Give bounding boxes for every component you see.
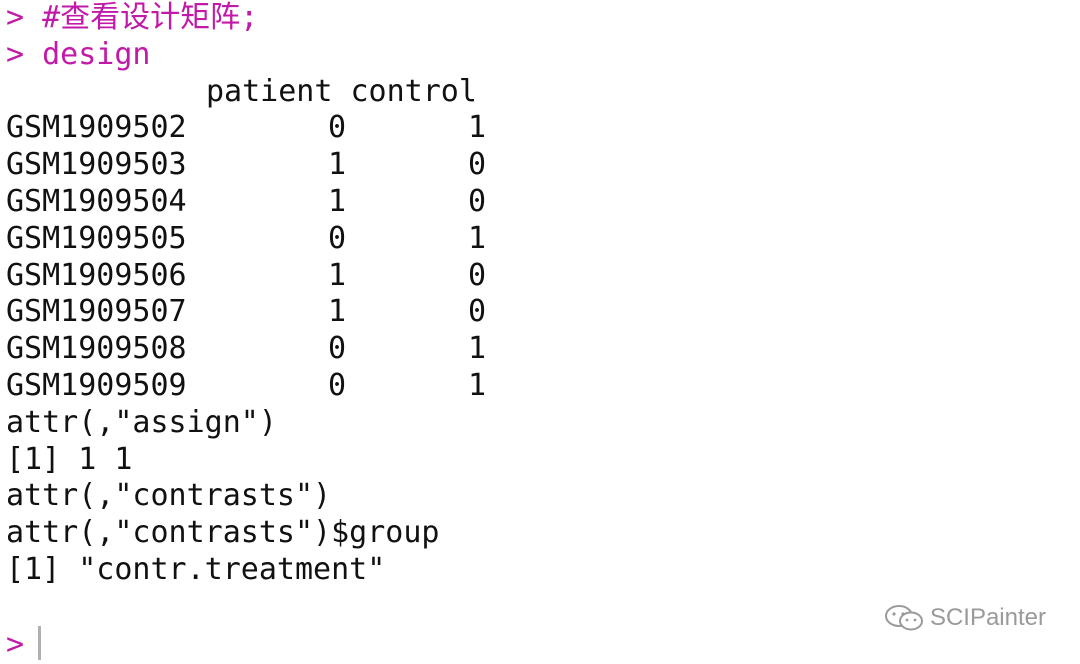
output-line: attr(,"contrasts")$group xyxy=(6,515,440,551)
control-value: 0 xyxy=(467,147,486,183)
output-line: [1] "contr.treatment" xyxy=(6,551,386,587)
input-line[interactable]: > xyxy=(6,625,496,663)
column-header-control: control xyxy=(350,73,477,109)
row-name: GSM1909503 xyxy=(6,147,187,183)
matrix-header-row: patient control xyxy=(6,74,496,111)
matrix-row: GSM1909504 1 0 xyxy=(6,184,496,221)
matrix-row: GSM1909506 1 0 xyxy=(6,258,496,295)
prompt: > xyxy=(6,0,25,35)
wechat-icon xyxy=(884,605,923,631)
control-value: 0 xyxy=(467,183,486,219)
row-name: GSM1909505 xyxy=(6,220,187,256)
text-cursor xyxy=(38,625,42,660)
row-name: GSM1909502 xyxy=(6,110,187,146)
control-value: 1 xyxy=(467,110,486,146)
patient-value: 1 xyxy=(327,183,346,219)
matrix-row: GSM1909508 0 1 xyxy=(6,331,496,368)
matrix-row: GSM1909505 0 1 xyxy=(6,221,496,258)
command-text: #查看设计矩阵; xyxy=(42,0,259,35)
patient-value: 0 xyxy=(327,220,346,256)
command-line-2: > design xyxy=(6,37,496,74)
command-line-1: > #查看设计矩阵; xyxy=(6,0,496,37)
patient-value: 1 xyxy=(327,294,346,330)
row-name: GSM1909508 xyxy=(6,331,187,367)
patient-value: 1 xyxy=(327,257,346,293)
r-console[interactable]: > #查看设计矩阵; > design patient control GSM1… xyxy=(6,0,496,662)
prompt: > xyxy=(6,36,25,72)
matrix-row: GSM1909509 0 1 xyxy=(6,368,496,405)
output-line: attr(,"contrasts") xyxy=(6,478,332,514)
control-value: 0 xyxy=(467,257,486,293)
row-name: GSM1909507 xyxy=(6,294,187,330)
control-value: 1 xyxy=(467,220,486,256)
row-name: GSM1909504 xyxy=(6,183,187,219)
watermark: SCIPainter xyxy=(884,604,1046,632)
row-name: GSM1909509 xyxy=(6,367,187,403)
control-value: 1 xyxy=(467,367,486,403)
command-text: design xyxy=(42,36,151,72)
control-value: 0 xyxy=(467,294,486,330)
output-line: attr(,"assign") xyxy=(6,404,277,440)
output-line: [1] 1 1 xyxy=(6,441,133,477)
matrix-row: GSM1909502 0 1 xyxy=(6,110,496,147)
control-value: 1 xyxy=(467,331,486,367)
watermark-text: SCIPainter xyxy=(929,604,1046,631)
patient-value: 1 xyxy=(327,147,346,183)
row-name: GSM1909506 xyxy=(6,257,187,293)
patient-value: 0 xyxy=(327,110,346,146)
matrix-row: GSM1909503 1 0 xyxy=(6,147,496,184)
patient-value: 0 xyxy=(327,367,346,403)
patient-value: 0 xyxy=(327,331,346,367)
prompt: > xyxy=(6,626,25,662)
column-header-patient: patient xyxy=(206,73,333,109)
matrix-row: GSM1909507 1 0 xyxy=(6,294,496,331)
